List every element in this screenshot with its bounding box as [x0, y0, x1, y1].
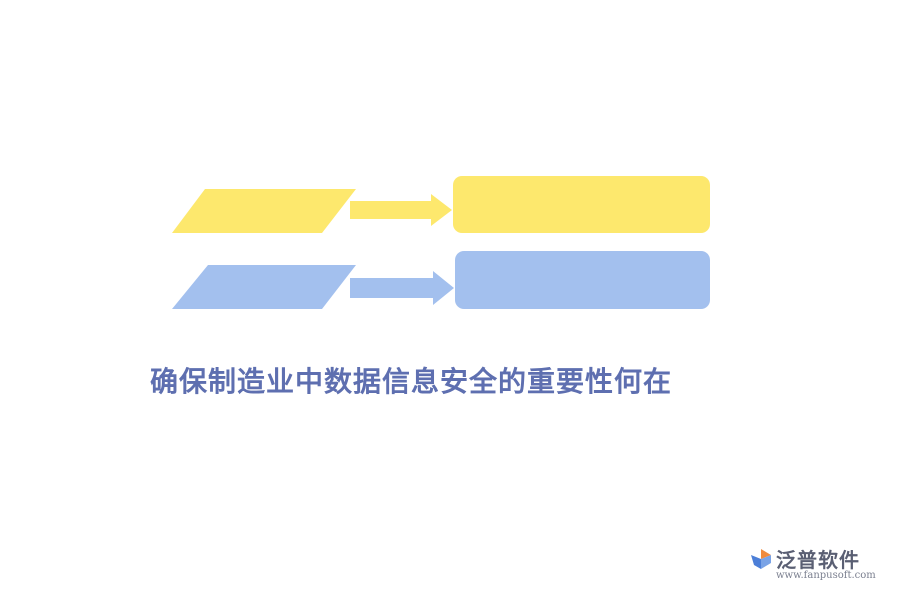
blue-parallelogram: [172, 265, 356, 309]
brand-name: 泛普软件: [776, 548, 860, 572]
blue-arrow-icon: [350, 271, 454, 305]
fanpu-logo-icon: [751, 549, 771, 569]
blue-box: [455, 251, 710, 309]
yellow-arrow-icon: [350, 194, 452, 226]
page-title: 确保制造业中数据信息安全的重要性何在: [150, 365, 673, 398]
brand-url: www.fanpusoft.com: [776, 570, 876, 581]
brand-watermark: 泛普软件 www.fanpusoft.com: [748, 544, 888, 590]
yellow-box: [453, 176, 710, 233]
yellow-parallelogram: [172, 189, 356, 233]
